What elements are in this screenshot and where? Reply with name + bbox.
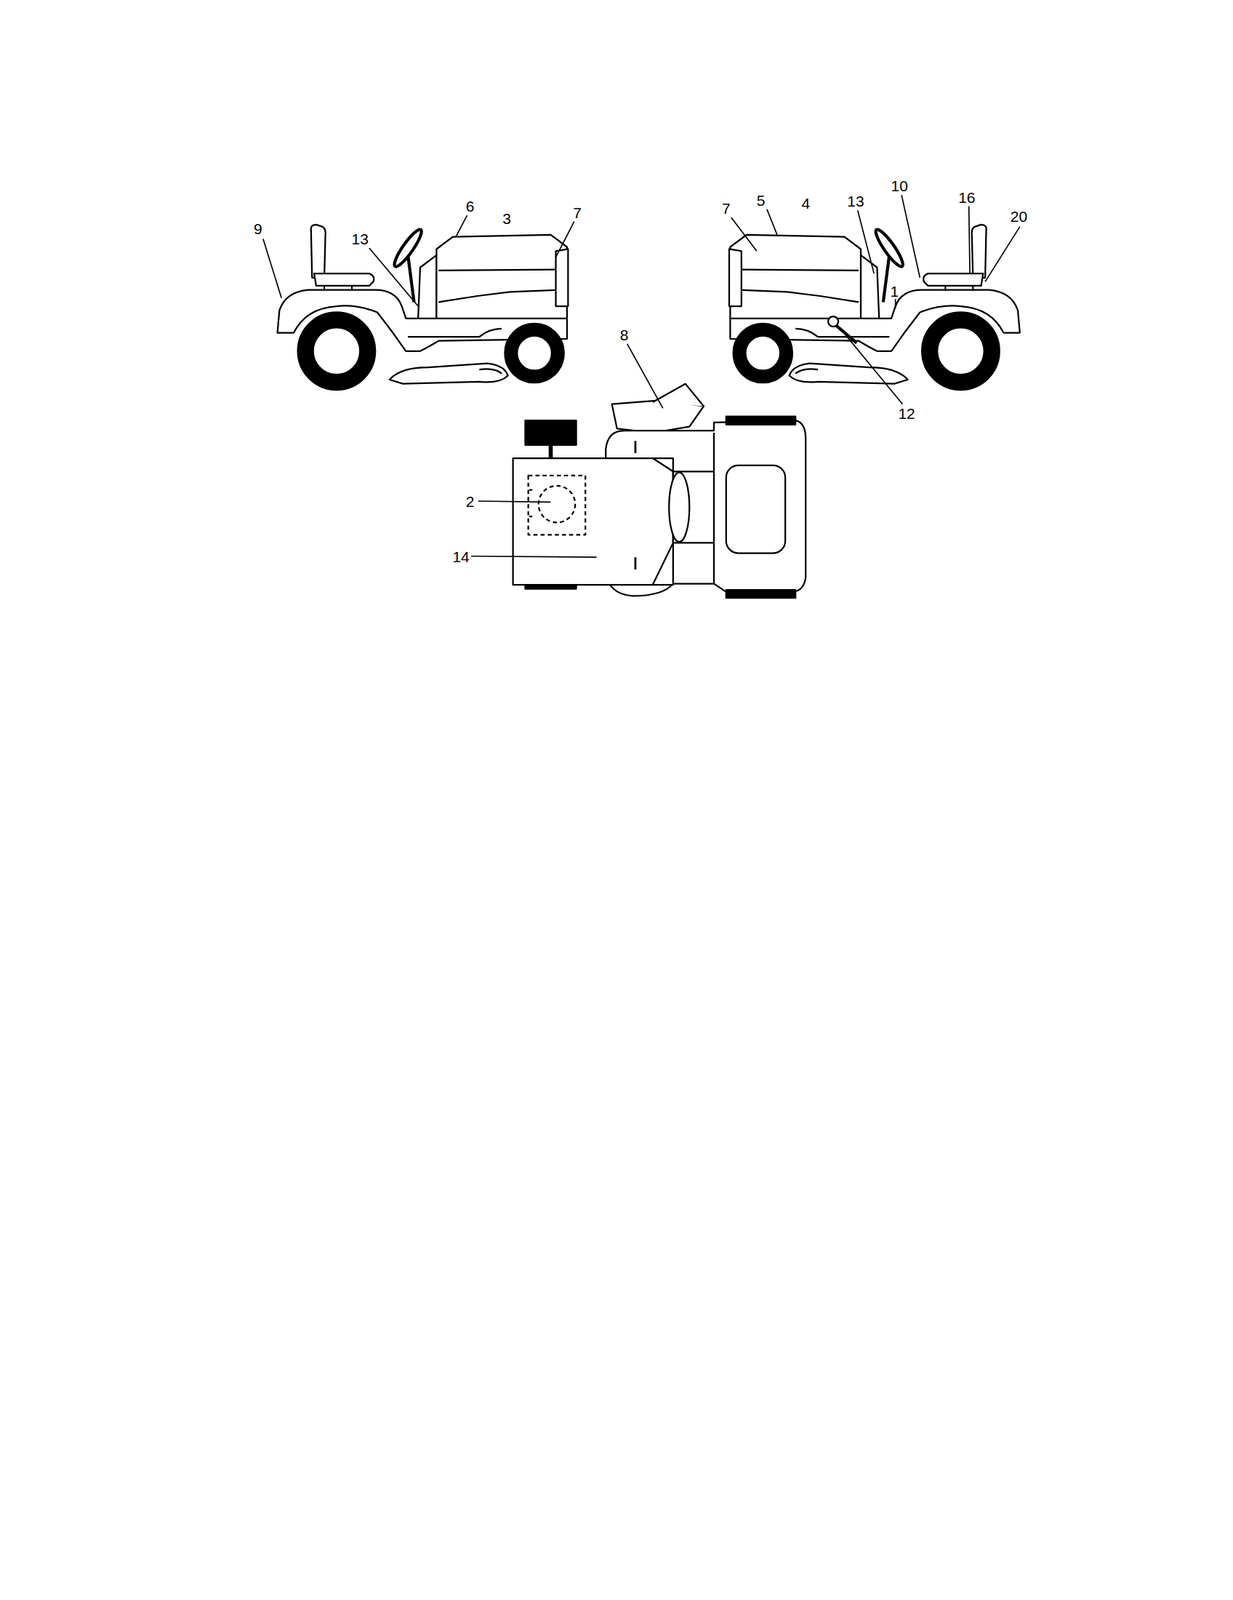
callout-number: 12 (897, 405, 915, 421)
callout-number: 3 (502, 210, 512, 227)
callout-number: 9 (253, 221, 263, 237)
callout-number: 10 (891, 178, 909, 194)
callout-number: 13 (351, 231, 369, 247)
callout-number: 2 (466, 492, 475, 509)
callout-number: 13 (846, 193, 864, 209)
callout-number: 6 (466, 198, 475, 214)
callout-number: 4 (801, 195, 810, 211)
callout-number: 16 (958, 189, 975, 205)
callout-number: 20 (1010, 208, 1028, 224)
callout-number: 7 (721, 200, 731, 216)
callout-number: 8 (620, 327, 629, 343)
callout-number: 7 (572, 204, 582, 220)
callout-number: 5 (756, 191, 766, 208)
callout-number: 14 (452, 548, 469, 564)
callout-number: 1 (889, 282, 899, 299)
